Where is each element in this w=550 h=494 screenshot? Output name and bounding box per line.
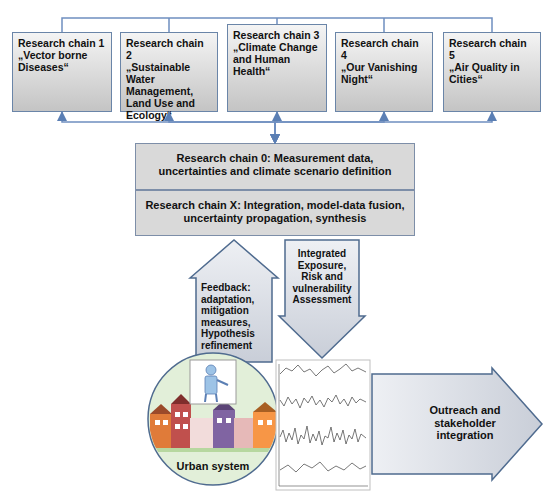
person-frame — [190, 360, 236, 404]
connector-arrow — [275, 112, 277, 143]
feedback-arrow: Feedback: adaptation, mitigation measure… — [190, 240, 278, 362]
node-heading: Research chain X: Integration, model-dat… — [144, 199, 406, 224]
research-chain-band: Research chain 0: Measurement data, unce… — [135, 143, 415, 190]
building — [213, 410, 235, 448]
urban-system-circle: Urban system — [147, 352, 279, 486]
block-arrow-outline — [190, 240, 278, 362]
building — [190, 418, 214, 448]
node-heading: Research chain 0: Measurement data, unce… — [144, 152, 406, 177]
connector-arrow — [169, 112, 275, 143]
connector-arrow — [275, 112, 492, 143]
text-area: Research chain 4„Our Vanishing Night“ — [336, 33, 432, 111]
block-arrow-outline — [279, 240, 365, 358]
building — [171, 404, 191, 448]
grouping-bracket — [62, 18, 492, 32]
roof — [253, 402, 277, 412]
windows — [155, 412, 272, 429]
text-area: Research chain 3„Climate Change and Huma… — [228, 25, 326, 111]
node-heading: Research chain 2 — [126, 37, 212, 61]
text-area: Feedback: adaptation, mitigation measure… — [190, 240, 278, 362]
node-heading: Research chain 4 — [341, 37, 427, 61]
chart-axis — [279, 364, 368, 486]
person-body — [205, 376, 217, 394]
roof — [150, 404, 172, 414]
research-chain-box: Research chain 1„Vector borne Diseases“ — [12, 32, 112, 112]
building — [234, 418, 254, 448]
text-area: Outreach and stakeholder integration — [372, 368, 542, 480]
text-area: Integrated Exposure, Risk and vulnerabil… — [279, 240, 365, 358]
connector-arrow — [275, 112, 384, 143]
outreach-arrow: Outreach and stakeholder integration — [372, 368, 542, 480]
roof — [213, 400, 235, 410]
text-area: Research chain 1„Vector borne Diseases“ — [13, 33, 111, 111]
text-area: Urban system — [147, 352, 279, 486]
node-heading: Research chain 1 — [18, 37, 106, 49]
node-body: „Sustainable Water Management, Land Use … — [126, 61, 212, 121]
research-chain-box: Research chain 2„Sustainable Water Manag… — [120, 32, 218, 112]
node-heading: Research chain 5 — [449, 37, 535, 61]
node-body: „Climate Change and Human Health“ — [233, 41, 321, 77]
chart-series — [280, 364, 366, 472]
person-limbs — [205, 380, 228, 402]
node-body: „Our Vanishing Night“ — [341, 61, 427, 85]
circle-outline — [148, 353, 278, 485]
research-chain-band: Research chain X: Integration, model-dat… — [135, 190, 415, 236]
building — [150, 414, 172, 448]
text-area: Research chain 5„Air Quality in Cities“ — [444, 33, 540, 111]
time-series-chart — [276, 360, 370, 490]
node-heading: Outreach and stakeholder integration — [420, 404, 510, 442]
text-area: Research chain 2„Sustainable Water Manag… — [121, 33, 217, 111]
node-body: „Vector borne Diseases“ — [18, 49, 106, 73]
assessment-arrow: Integrated Exposure, Risk and vulnerabil… — [279, 240, 365, 358]
person-head — [206, 365, 216, 375]
node-heading: Urban system — [155, 460, 271, 473]
building — [253, 412, 277, 448]
research-chain-box: Research chain 4„Our Vanishing Night“ — [335, 32, 433, 112]
node-heading: Integrated Exposure, Risk and vulnerabil… — [287, 248, 357, 306]
ground — [148, 440, 278, 452]
node-heading: Feedback: adaptation, mitigation measure… — [201, 282, 274, 351]
text-area: Research chain 0: Measurement data, unce… — [136, 144, 414, 189]
urban-illustration — [148, 394, 278, 452]
roof — [171, 394, 191, 404]
research-chain-box: Research chain 3„Climate Change and Huma… — [227, 24, 327, 112]
research-chain-box: Research chain 5„Air Quality in Cities“ — [443, 32, 541, 112]
node-body: „Air Quality in Cities“ — [449, 61, 535, 85]
block-arrow-outline — [372, 368, 542, 480]
node-heading: Research chain 3 — [233, 29, 321, 41]
text-area: Research chain X: Integration, model-dat… — [136, 191, 414, 235]
connector-arrow — [62, 112, 275, 143]
